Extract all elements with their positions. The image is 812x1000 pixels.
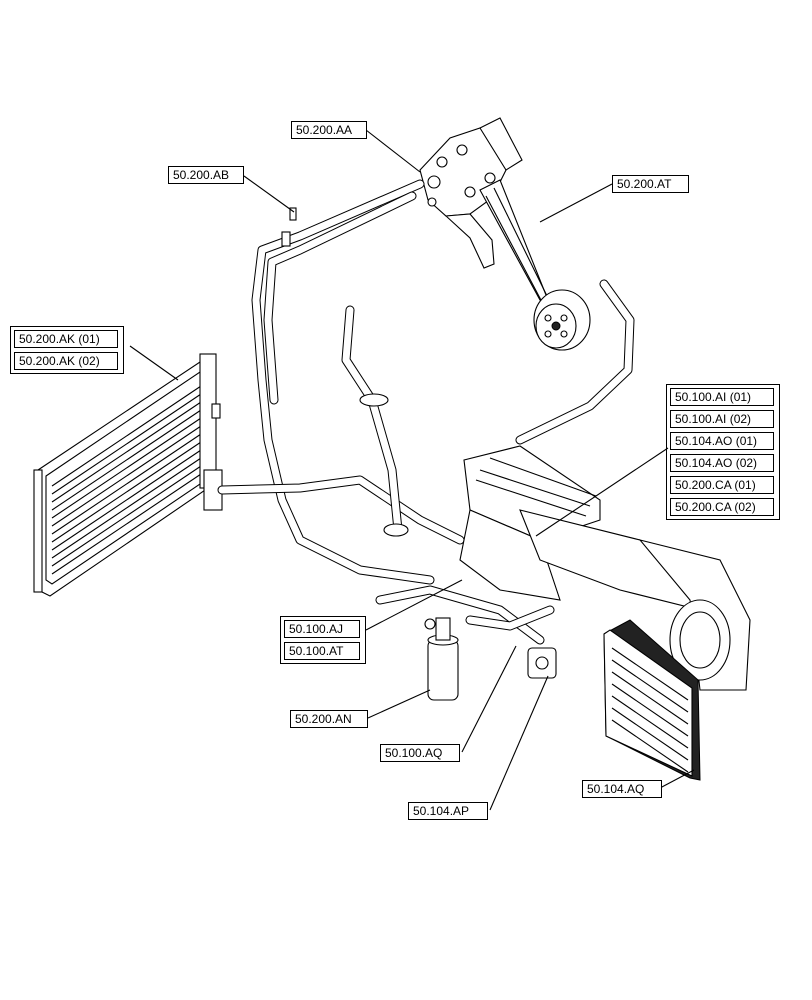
heater-core: [603, 619, 701, 781]
label-hvac-ca-01[interactable]: 50.200.CA (01): [670, 476, 774, 494]
label-compressor-fitting[interactable]: 50.200.AB: [168, 166, 244, 184]
label-hvac-ca-02[interactable]: 50.200.CA (02): [670, 498, 774, 516]
label-hvac-ai-01[interactable]: 50.100.AI (01): [670, 388, 774, 406]
refrigerant-hoses: [217, 179, 635, 645]
compressor: [419, 117, 591, 351]
label-hvac-ai-02[interactable]: 50.100.AI (02): [670, 410, 774, 428]
bracket-hose-labels: [280, 616, 366, 664]
label-hose-aq[interactable]: 50.100.AQ: [380, 744, 460, 762]
receiver-drier: [424, 617, 459, 701]
label-heater-core[interactable]: 50.104.AQ: [582, 780, 662, 798]
bracket-hvac-labels: [666, 384, 780, 520]
label-drive-belt[interactable]: 50.200.AT: [612, 175, 689, 193]
expansion-valve: [527, 647, 557, 679]
label-expansion-valve[interactable]: 50.104.AP: [408, 802, 488, 820]
condenser: [33, 353, 223, 597]
label-condenser-02[interactable]: 50.200.AK (02): [14, 352, 118, 370]
label-hvac-ao-02[interactable]: 50.104.AO (02): [670, 454, 774, 472]
label-receiver-drier[interactable]: 50.200.AN: [290, 710, 368, 728]
label-compressor[interactable]: 50.200.AA: [291, 121, 367, 139]
hvac-unit: [459, 445, 751, 691]
leader-lines: [129, 129, 695, 811]
bracket-condenser-labels: [10, 326, 124, 374]
label-condenser-01[interactable]: 50.200.AK (01): [14, 330, 118, 348]
label-hvac-ao-01[interactable]: 50.104.AO (01): [670, 432, 774, 450]
label-hose-at[interactable]: 50.100.AT: [284, 642, 360, 660]
label-hose-aj[interactable]: 50.100.AJ: [284, 620, 360, 638]
